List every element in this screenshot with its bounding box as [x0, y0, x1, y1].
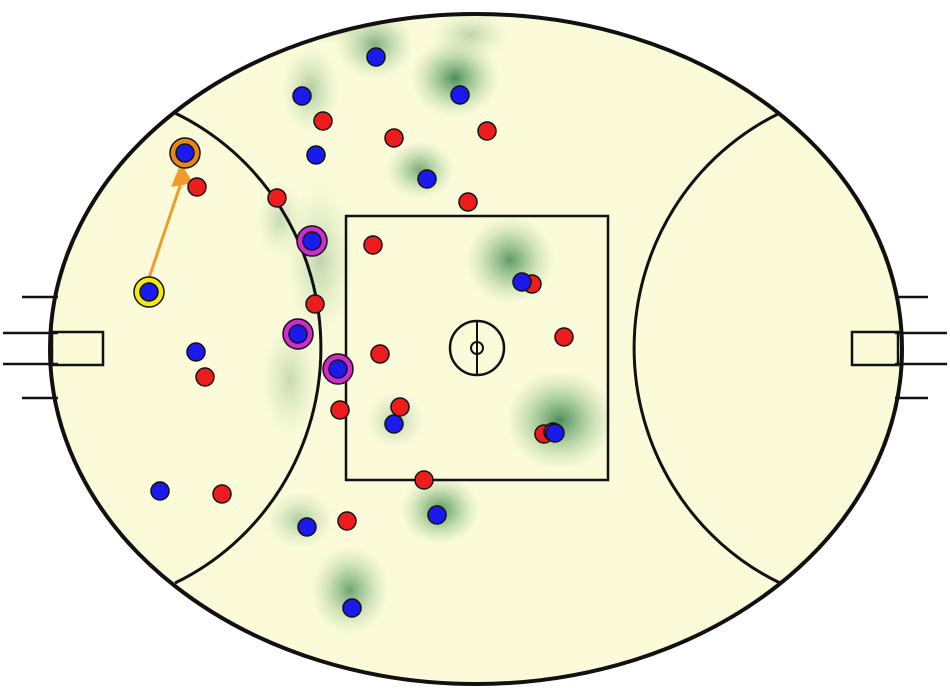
red-player-marker: [554, 327, 574, 347]
red-player-marker: [390, 397, 410, 417]
boundary-line: [48, 12, 904, 686]
blue-player-marker: [366, 47, 386, 67]
density-heatmap: [255, 14, 615, 635]
red-player-marker: [330, 400, 350, 420]
right-goal-square: [850, 330, 900, 367]
red-player-marker: [414, 470, 434, 490]
blue-player-marker: [306, 145, 326, 165]
red-player-marker: [313, 111, 333, 131]
blue-player-marker: [384, 414, 404, 434]
red-player-marker: [212, 484, 232, 504]
left-goal-square: [50, 330, 105, 367]
blue-player-marker: [512, 272, 532, 292]
blue-player-marker: [328, 359, 348, 379]
red-player-marker: [305, 294, 325, 314]
blue-player-marker: [186, 342, 206, 362]
red-player-marker: [187, 177, 207, 197]
blue-player-marker: [139, 282, 159, 302]
density-blob: [430, 14, 510, 60]
red-player-marker: [370, 344, 390, 364]
density-blob: [465, 215, 555, 305]
movement-arrow-head: [171, 163, 193, 187]
blue-player-marker: [175, 143, 195, 163]
blue-player-marker: [292, 86, 312, 106]
density-blob: [265, 490, 335, 550]
density-blob: [505, 370, 615, 470]
blue-player-marker: [427, 505, 447, 525]
red-player-marker: [384, 128, 404, 148]
left-fifty-arc: [174, 111, 323, 585]
red-player-marker: [477, 121, 497, 141]
density-blob: [310, 545, 390, 635]
density-blob: [385, 140, 455, 200]
blue-player-marker: [450, 85, 470, 105]
blue-player-marker: [297, 517, 317, 537]
players-layer: [133, 47, 574, 618]
right-fifty-arc: [632, 111, 781, 585]
blue-player-marker: [288, 324, 308, 344]
blue-player-marker: [150, 481, 170, 501]
blue-player-marker: [302, 231, 322, 251]
red-player-marker: [363, 235, 383, 255]
red-player-marker: [458, 192, 478, 212]
blue-player-marker: [417, 169, 437, 189]
movement-arrow-shaft: [147, 176, 185, 279]
centre-square: [344, 214, 610, 482]
blue-player-marker: [545, 423, 565, 443]
blue-player-marker: [342, 598, 362, 618]
field-markings: [3, 12, 947, 686]
movement-arrow: [147, 163, 193, 279]
red-player-marker: [195, 367, 215, 387]
red-player-marker: [337, 511, 357, 531]
red-player-marker: [267, 188, 287, 208]
density-blob: [260, 320, 320, 440]
